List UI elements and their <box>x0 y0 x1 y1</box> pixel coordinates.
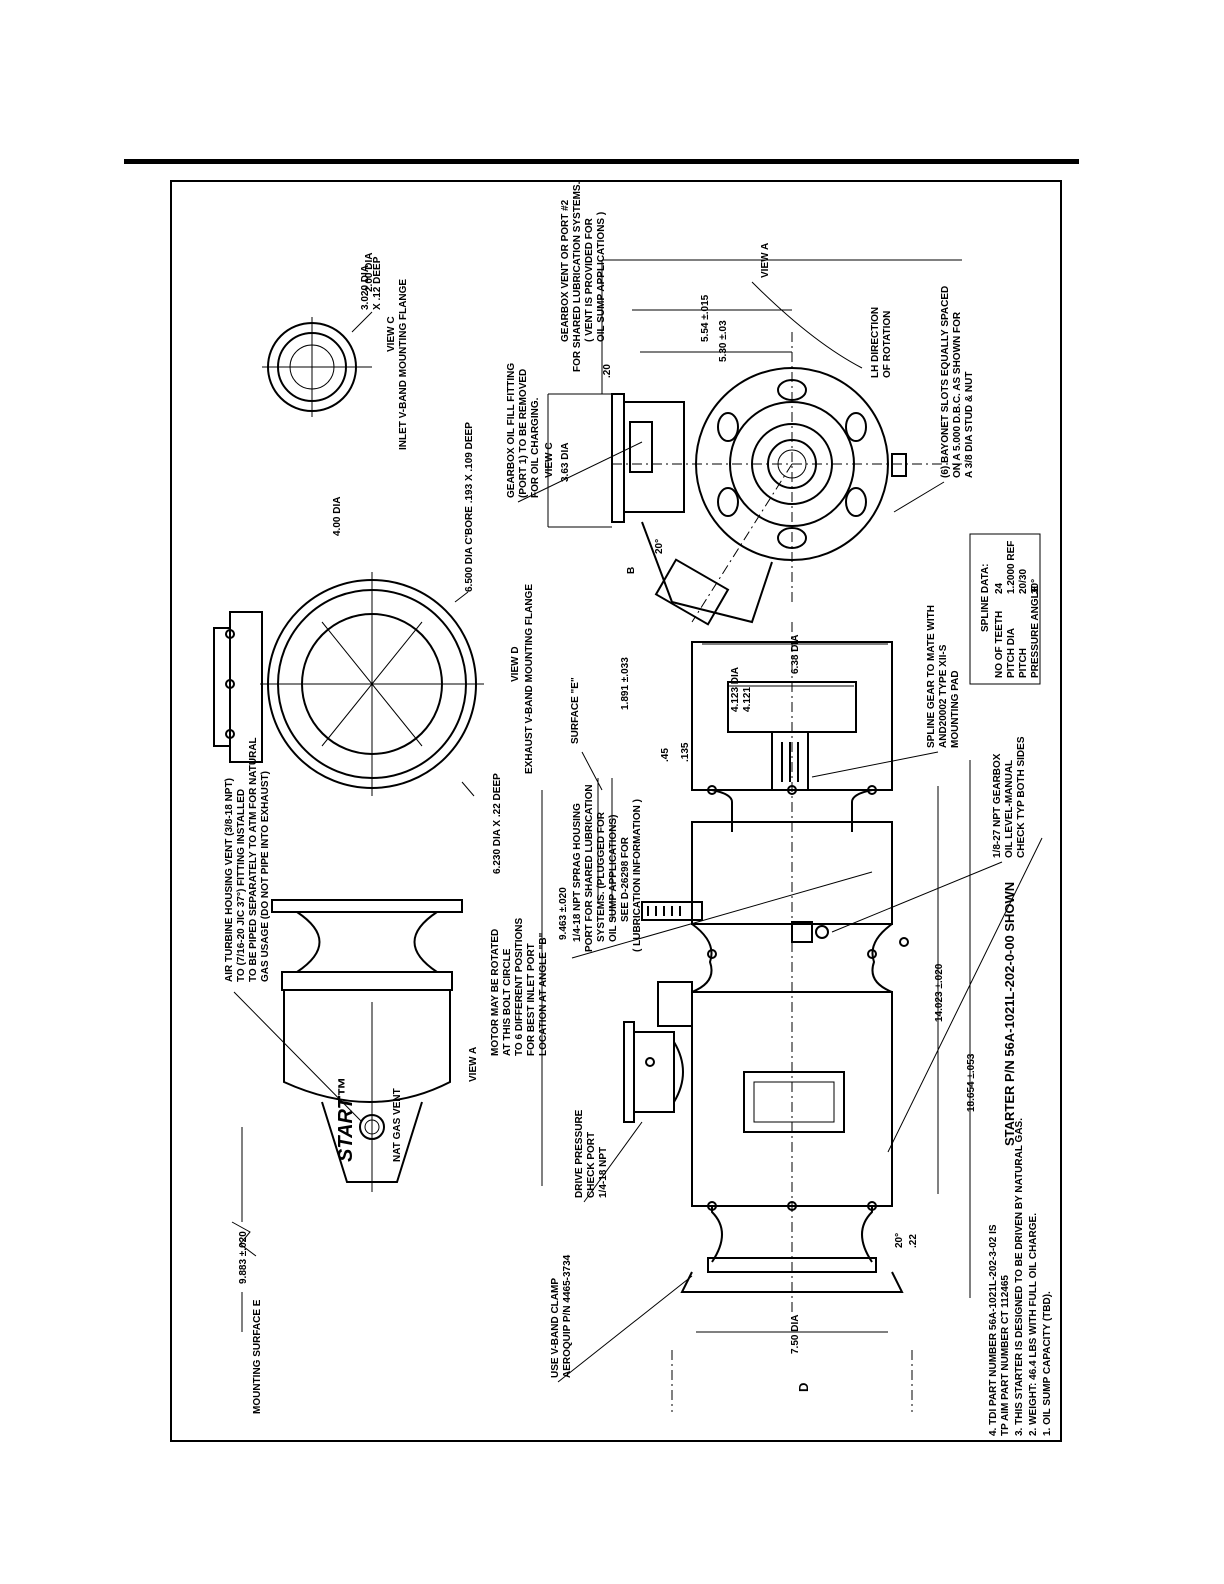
view-c-dia2: 2.00 DIA <box>364 253 375 292</box>
view-a-pointer: VIEW A <box>760 243 771 278</box>
dim-9463: 9.463 ±.020 <box>558 887 569 940</box>
spline-row-2-value: 1.2000 REF <box>1006 541 1017 594</box>
note-1: 1. OIL SUMP CAPACITY (TBD). <box>1042 1291 1053 1436</box>
nat-gas-vent-label: NAT GAS VENT <box>392 1088 403 1162</box>
dim-9883: 9.883 ±.020 <box>238 1231 249 1284</box>
lh-direction-line-1: LH DIRECTION <box>870 307 881 378</box>
spline-row-1-name: NO OF TEETH <box>994 611 1005 678</box>
vband-clamp-note-line-2: AEROQUIP P/N 4465-3734 <box>562 1254 573 1378</box>
dim-750: 7.50 DIA <box>790 1315 801 1354</box>
spline-data-title: SPLINE DATA: <box>980 563 991 632</box>
drive-pressure-note-line-2: CHECK PORT <box>586 1132 597 1198</box>
view-a-title: VIEW A <box>468 1047 479 1082</box>
sprag-note-line-4: OIL SUMP APPLICATIONS) <box>608 815 619 942</box>
bayonet-note-line-1: (6) BAYONET SLOTS EQUALLY SPACED <box>940 286 951 478</box>
spline-data-box <box>969 533 1041 685</box>
bayonet-note-line-2: ON A 5.000 D.B.C. AS SHOWN FOR <box>952 311 963 478</box>
view-c-pointer: VIEW C <box>544 442 555 478</box>
view-d-dia1: 4.00 DIA <box>332 497 343 536</box>
view-c-title: VIEW C <box>386 316 397 352</box>
spline-gear-note-line-1: SPLINE GEAR TO MATE WITH <box>926 605 937 748</box>
dim-45: .45 <box>660 748 671 762</box>
view-d-pointer: D <box>796 1383 811 1392</box>
gearbox-fill-note-line-3: FOR OIL CHARGING. <box>530 397 541 498</box>
vent-note-line-3: TO BE PIPED SEPARATELY TO ATM FOR NATURA… <box>248 737 259 982</box>
dim-554: 5.54 ±.015 <box>700 294 711 342</box>
motor-note-line-3: TO 6 DIFFERENT POSITIONS <box>514 918 525 1056</box>
spline-row-4-value: 30° <box>1030 579 1041 594</box>
view-d-exhaust-flange <box>213 572 484 797</box>
drawing-frame: 3.020 DIA X .12 DEEP 2.00 DIA VIEW C INL… <box>170 180 1062 1442</box>
gearbox-fill-note-line-2: (PORT 1) TO BE REMOVED <box>518 369 529 498</box>
view-a-side-view <box>271 899 463 1192</box>
gearbox-vent-note-line-3: ( VENT IS PROVIDED FOR <box>584 217 595 342</box>
drive-pressure-note-line-1: DRIVE PRESSURE <box>574 1109 585 1198</box>
view-c-dia1b: X .12 DEEP <box>372 256 383 310</box>
dim-18654: 18.654 ±.053 <box>966 1053 977 1112</box>
sprag-note-line-3: SYSTEMS. (PLUGGED FOR <box>596 811 607 942</box>
starter-part-number: STARTER P/N 56A-1021L-202-0-00 SHOWN <box>1002 882 1017 1146</box>
dim-4121: 4.121 <box>742 687 753 712</box>
note-2: 2. WEIGHT: 46.4 LBS WITH FULL OIL CHARGE… <box>1028 1213 1039 1436</box>
view-d-caption: EXHAUST V-BAND MOUNTING FLANGE <box>524 584 535 774</box>
dim-363: 3.63 DIA <box>560 443 571 482</box>
note-4b: TP AIM PART NUMBER CT 112465 <box>1000 1275 1011 1436</box>
oil-level-note-line-1: 1/8-27 NPT GEARBOX <box>992 753 1003 858</box>
spline-row-3-name: PITCH <box>1018 648 1029 678</box>
angle-20b: 20° <box>894 1233 905 1248</box>
spline-gear-note-line-3: MOUNTING PAD <box>950 670 961 748</box>
dim-135: .135 <box>680 742 691 762</box>
view-c-dia1: 3.020 DIA <box>360 265 371 310</box>
drive-pressure-note-line-3: 1/4-18 NPT <box>598 1147 609 1198</box>
view-d-title: VIEW D <box>510 646 521 682</box>
dim-14023: 14.023 ±.020 <box>934 963 945 1022</box>
view-d-dia2: 6.230 DIA X .22 DEEP <box>492 773 503 874</box>
dim-530: 5.30 ±.03 <box>718 320 729 362</box>
note-3: 3. THIS STARTER IS DESIGNED TO BE DRIVEN… <box>1014 1118 1025 1436</box>
spline-gear-note-line-2: AND20002 TYPE XII-S <box>938 644 949 748</box>
gearbox-fill-note-line-1: GEARBOX OIL FILL FITTING <box>506 363 517 498</box>
angle-20: 20° <box>654 539 665 554</box>
motor-note-line-5: LOCATION AT ANGLE "B" <box>538 932 549 1056</box>
view-d-cbore: 6.500 DIA C'BORE .193 X .109 DEEP <box>464 422 475 592</box>
vent-note-line-2: TO (7/16-20 JIC 37°) FITTING INSTALLED <box>236 789 247 982</box>
engineering-drawing: 3.020 DIA X .12 DEEP 2.00 DIA VIEW C INL… <box>213 182 1053 1436</box>
view-c-inlet-flange <box>262 311 373 417</box>
note-4a: 4. TDI PART NUMBER 56A-1021L-202-3-02 IS <box>988 1224 999 1436</box>
sprag-note-line-6: ( LUBRICATION INFORMATION ) <box>632 799 643 952</box>
motor-note-line-1: MOTOR MAY BE ROTATED <box>490 929 501 1056</box>
motor-note-line-2: AT THIS BOLT CIRCLE <box>502 948 513 1056</box>
vband-clamp-note-line-1: USE V-BAND CLAMP <box>550 1278 561 1378</box>
spline-row-3-value: 20/30 <box>1018 569 1029 594</box>
gearbox-vent-note-line-1: GEARBOX VENT OR PORT #2 <box>560 199 571 342</box>
top-rule <box>124 159 1079 164</box>
brand-logo-text: START™ <box>335 1077 357 1162</box>
angle-b: B <box>626 567 637 574</box>
vent-note-line-1: AIR TURBINE HOUSING VENT (3/8-18 NPT) <box>224 778 235 982</box>
gearbox-end-view <box>611 332 962 626</box>
sprag-note-line-1: 1/4-18 NPT SPRAG HOUSING <box>572 803 583 942</box>
spline-row-4-name: PRESSURE ANGLE <box>1030 585 1041 678</box>
sprag-note-line-2: PORT FOR SHARED LUBRICATION <box>584 784 595 952</box>
motor-note-line-4: FOR BEST INLET PORT <box>526 943 537 1056</box>
vent-note-line-4: GAS USAGE (DO NOT PIPE INTO EXHAUST) <box>260 771 271 982</box>
dim-1891: 1.891 ±.033 <box>620 657 631 710</box>
starter-main-body <box>623 622 909 1312</box>
oil-level-note-line-2: OIL LEVEL-MANUAL <box>1004 760 1015 858</box>
mounting-surface-label: MOUNTING SURFACE E <box>252 1299 263 1414</box>
lh-direction-line-2: OF ROTATION <box>882 311 893 378</box>
dim-20: .20 <box>602 364 613 378</box>
sprag-note-line-5: SEE D-26298 FOR <box>620 836 631 922</box>
bayonet-note-line-3: A 3/8 DIA STUD & NUT <box>964 372 975 479</box>
spline-row-1-value: 24 <box>994 582 1005 594</box>
spline-row-2-name: PITCH DIA <box>1006 628 1017 678</box>
dim-22: .22 <box>908 1234 919 1248</box>
gearbox-vent-note-line-2: FOR SHARED LUBRICATION SYSTEMS. <box>572 182 583 372</box>
surface-e-label: SURFACE "E" <box>570 677 581 744</box>
dim-4123: 4.123 DIA <box>730 667 741 712</box>
oil-level-note-line-3: CHECK TYP BOTH SIDES <box>1016 736 1027 858</box>
view-c-caption: INLET V-BAND MOUNTING FLANGE <box>398 279 409 450</box>
dim-638: 6.38 DIA <box>790 635 801 674</box>
